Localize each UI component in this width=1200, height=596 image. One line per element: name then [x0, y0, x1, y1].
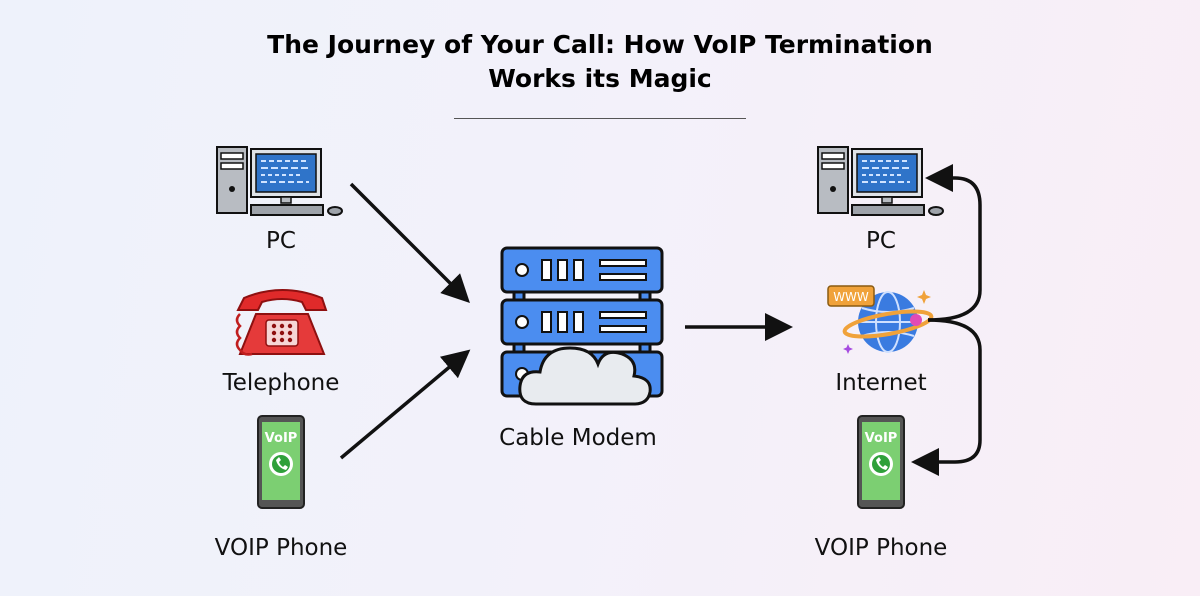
internet-label: Internet — [835, 370, 927, 396]
voip-phone-label-left: VOIP Phone — [214, 535, 348, 561]
title-divider — [454, 118, 746, 119]
title-line-1: The Journey of Your Call: How VoIP Termi… — [267, 30, 933, 59]
voip-phone-label-right: VOIP Phone — [814, 535, 948, 561]
arrow-internet-to-voip-phone — [911, 318, 982, 476]
pc-label-left: PC — [266, 228, 296, 254]
telephone-label: Telephone — [222, 370, 340, 396]
pc-label-right: PC — [866, 228, 896, 254]
internet-globe-icon: WWW — [826, 278, 938, 362]
diagram-title: The Journey of Your Call: How VoIP Termi… — [200, 28, 1000, 96]
telephone-icon — [222, 284, 344, 362]
pc-icon-right — [816, 145, 948, 223]
pc-icon-left — [215, 145, 347, 223]
arrow-voip-to-modem — [339, 349, 471, 460]
cable-modem-label: Cable Modem — [499, 425, 657, 451]
voip-phone-icon-right: VoIP — [856, 414, 906, 514]
voip-badge-text-right: VoIP — [865, 431, 898, 446]
title-line-2: Works its Magic — [488, 64, 712, 93]
cable-modem-icon — [496, 244, 668, 414]
voip-badge-text-left: VoIP — [265, 431, 298, 446]
arrow-internet-to-pc — [925, 164, 982, 322]
voip-phone-icon-left: VoIP — [256, 414, 306, 514]
www-badge-text: WWW — [833, 290, 869, 304]
arrow-pc-to-modem — [349, 182, 470, 303]
